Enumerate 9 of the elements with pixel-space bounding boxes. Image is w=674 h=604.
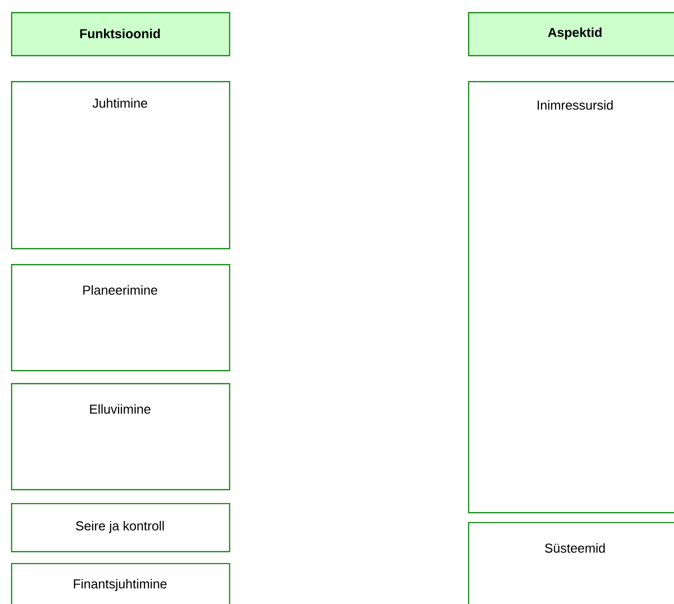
- content-box: Finantsjuhtimine: [11, 563, 230, 604]
- content-box: Planeerimine: [11, 264, 230, 372]
- content-box: Seire ja kontroll: [11, 503, 230, 552]
- header-box: Aspektid: [468, 12, 674, 56]
- header-box: Funktsioonid: [11, 12, 230, 56]
- content-box: Inimressursid: [468, 81, 674, 514]
- content-box: Süsteemid: [468, 522, 674, 604]
- content-box: Juhtimine: [11, 81, 230, 250]
- content-box: Elluviimine: [11, 383, 230, 490]
